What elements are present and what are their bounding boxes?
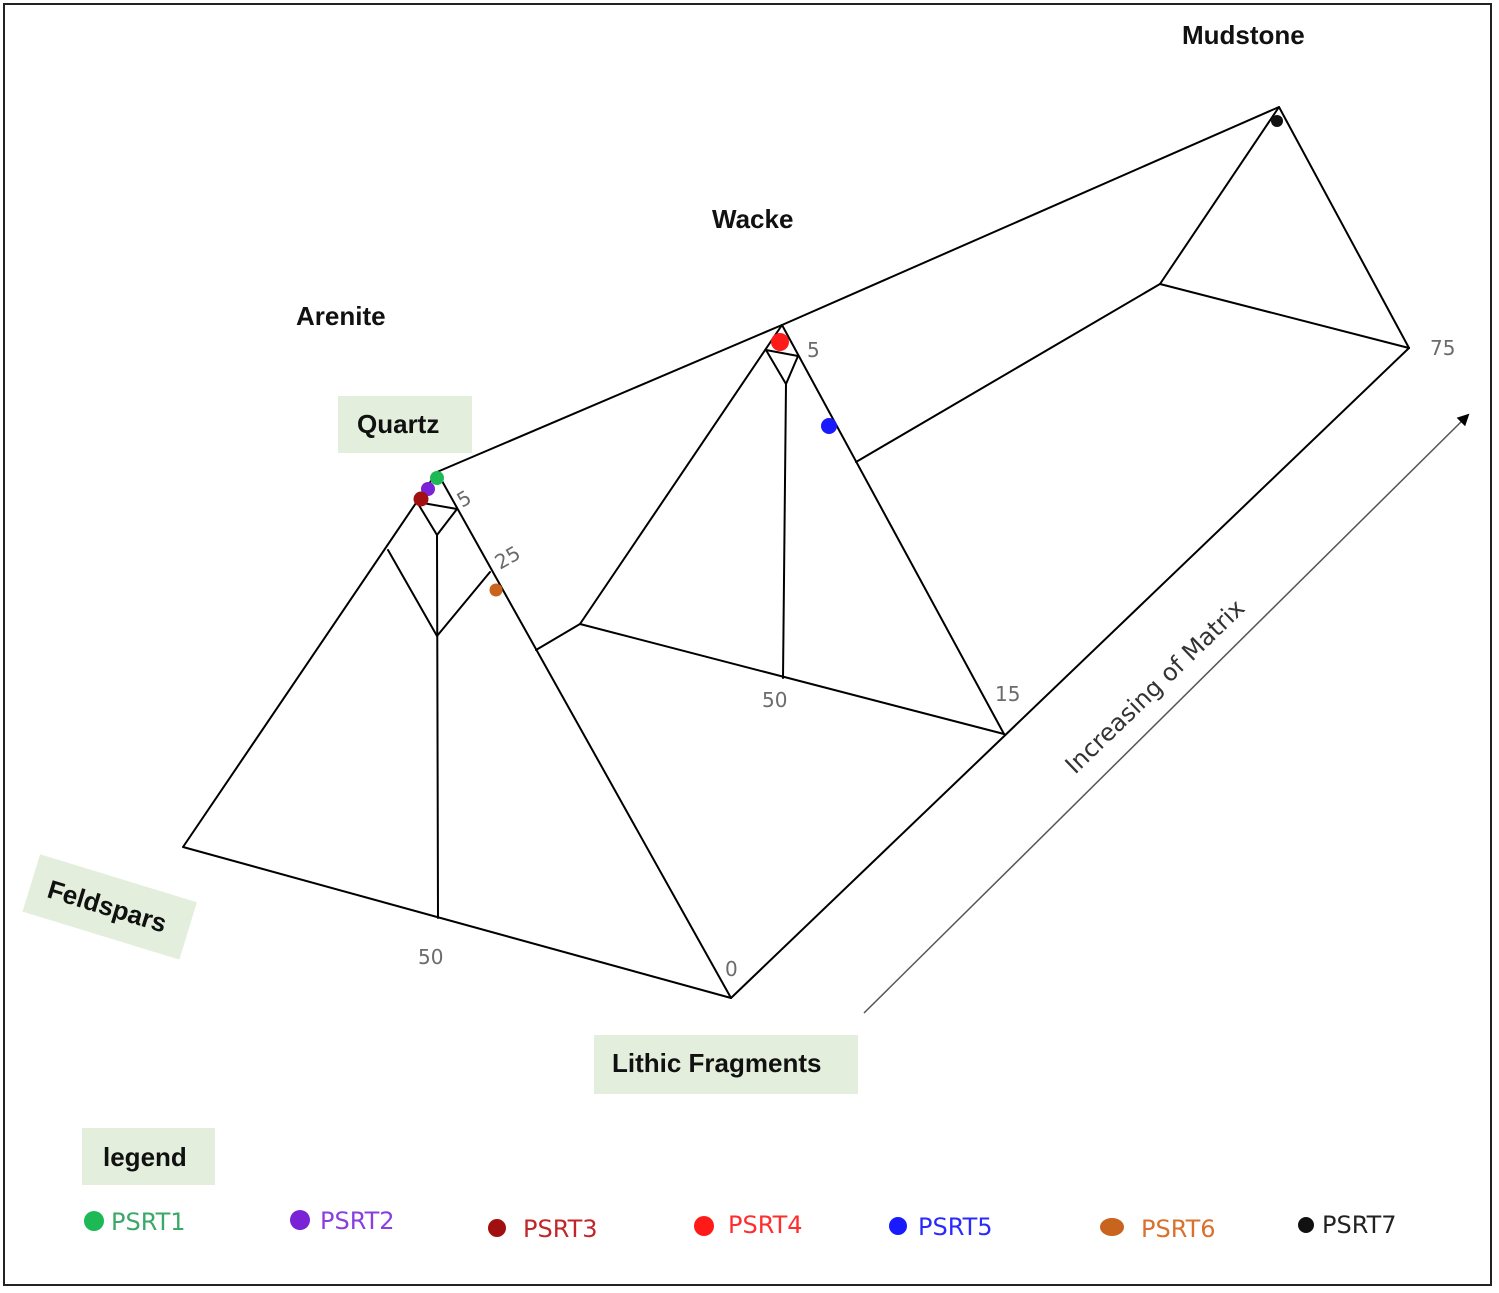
legend-label: PSRT1 [111, 1208, 186, 1236]
wacke-5-left [765, 349, 787, 385]
psrt3-point [413, 491, 429, 507]
tick-75: 75 [1430, 336, 1455, 360]
mudstone-triangle-sides [1159, 106, 1410, 349]
legend-item-psrt6: PSRT6 [1100, 1215, 1216, 1243]
arenite-5-right [436, 508, 458, 536]
wacke-join-front [535, 623, 581, 651]
psrt6-point [489, 583, 503, 597]
wacke-label: Wacke [712, 204, 793, 234]
wacke-5-line [765, 349, 799, 357]
legend-item-psrt5: PSRT5 [889, 1213, 993, 1241]
tick-front-25: 25 [491, 541, 525, 575]
legend-item-psrt2: PSRT2 [290, 1207, 395, 1235]
legend-marker [1100, 1218, 1124, 1236]
wacke-5-right [785, 355, 799, 385]
legend-marker [290, 1210, 310, 1230]
legend-marker [694, 1216, 714, 1236]
legend-label: PSRT2 [320, 1207, 395, 1235]
arenite-triangle [182, 471, 732, 999]
legend-box [82, 1128, 215, 1185]
figure-frame [3, 3, 1492, 1286]
increasing-matrix-label: Increasing of Matrix [1060, 594, 1251, 779]
legend-marker [1298, 1217, 1314, 1233]
legend-title: legend [103, 1142, 187, 1172]
psrt4-point [771, 333, 789, 351]
quartz-label: Quartz [357, 409, 439, 439]
mudstone-label: Mudstone [1182, 20, 1305, 50]
tick-mid-5: 5 [807, 338, 820, 362]
legend-item-psrt1: PSRT1 [84, 1208, 186, 1236]
lithic-label: Lithic Fragments [612, 1048, 821, 1078]
arenite-25-left [387, 549, 438, 637]
mudstone-join-wacke [855, 283, 1161, 463]
wacke-triangle-sides [579, 324, 1005, 735]
legend-label: PSRT5 [918, 1213, 993, 1241]
wacke-median [782, 383, 787, 679]
wacke-base [579, 623, 1005, 735]
tick-mid-50: 50 [762, 688, 787, 712]
legend-label: PSRT7 [1322, 1211, 1397, 1239]
psrt1-point [430, 471, 444, 485]
psrt5-point [821, 418, 837, 434]
legend-item-psrt4: PSRT4 [694, 1211, 803, 1239]
feldspars-box [22, 854, 197, 960]
mudstone-base [1159, 283, 1410, 349]
legend-marker [84, 1211, 104, 1231]
legend-item-psrt3: PSRT3 [488, 1215, 598, 1243]
arenite-25-right [436, 571, 491, 637]
increasing-matrix-arrow [863, 413, 1470, 1014]
legend-label: PSRT6 [1141, 1215, 1216, 1243]
tick-15: 15 [995, 682, 1020, 706]
arenite-label: Arenite [296, 301, 386, 331]
legend-marker [889, 1217, 907, 1235]
ridge-front-to-mid [436, 324, 783, 473]
tick-front-50: 50 [418, 945, 443, 969]
psrt7-point [1271, 115, 1283, 127]
lithic-edge [730, 347, 1410, 999]
arenite-5-left [416, 501, 438, 536]
legend-label: PSRT4 [728, 1211, 803, 1239]
ridge-mid-to-back [781, 106, 1280, 326]
tick-0: 0 [725, 957, 738, 981]
legend-label: PSRT3 [523, 1215, 598, 1243]
quartz-box [338, 396, 472, 453]
arenite-median [436, 534, 439, 919]
lithic-box [594, 1035, 858, 1094]
legend-item-psrt7: PSRT7 [1298, 1211, 1397, 1239]
legend-marker [488, 1219, 506, 1237]
